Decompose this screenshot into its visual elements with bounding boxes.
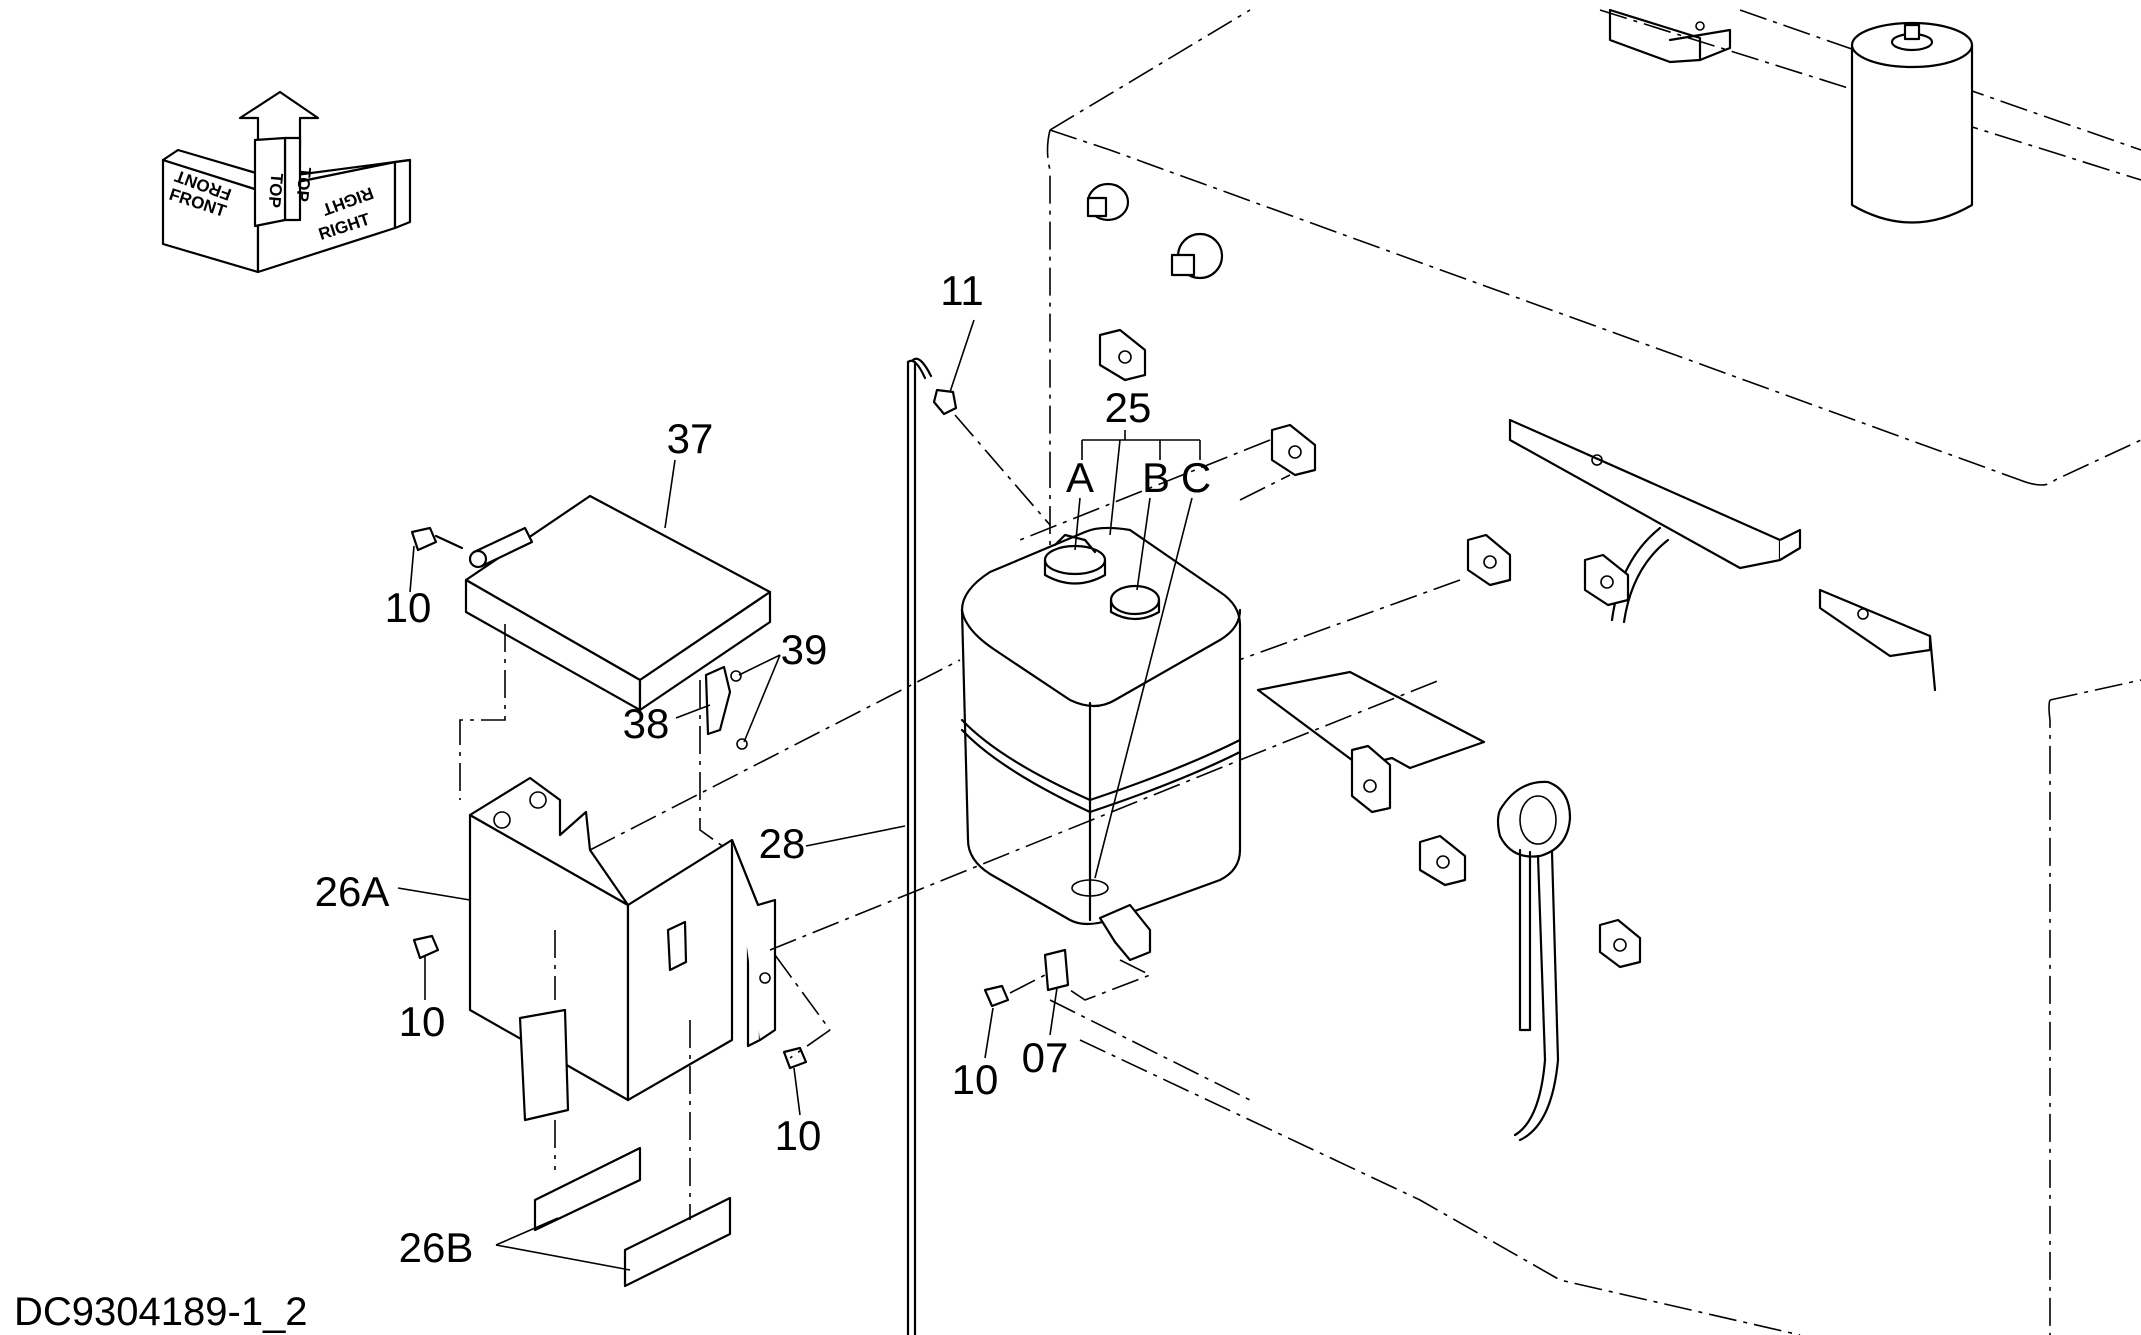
orientation-top-label: TOP bbox=[265, 172, 287, 208]
callout-10-bottom: 10 bbox=[775, 1112, 822, 1159]
orientation-top-mirror-label: TOP bbox=[293, 166, 315, 202]
rod-part-28 bbox=[906, 360, 917, 1335]
callout-11: 11 bbox=[940, 267, 984, 314]
callout-B: B bbox=[1142, 454, 1170, 501]
callout-26A: 26A bbox=[315, 868, 390, 915]
callout-25: 25 bbox=[1105, 384, 1152, 431]
callout-A: A bbox=[1066, 454, 1094, 501]
orientation-icon: FRONT FRONT TOP TOP RIGHT RIGHT bbox=[161, 90, 412, 274]
bracket-26A bbox=[412, 776, 1010, 1288]
drawing-code: DC9304189-1_2 bbox=[14, 1290, 308, 1334]
callout-39: 39 bbox=[781, 626, 828, 673]
machine-frame bbox=[1019, 8, 2141, 1335]
reservoir-tank bbox=[960, 526, 1242, 992]
clip-brackets bbox=[1098, 328, 1642, 969]
callout-37: 37 bbox=[667, 415, 714, 462]
callout-10-tank: 10 bbox=[952, 1056, 999, 1103]
centre-lines bbox=[589, 474, 1441, 1059]
callout-C: C bbox=[1181, 454, 1211, 501]
callout-10-left: 10 bbox=[399, 998, 446, 1045]
callout-07: 07 bbox=[1022, 1034, 1069, 1081]
callout-10-top: 10 bbox=[385, 584, 432, 631]
callout-38: 38 bbox=[623, 700, 670, 747]
leader-lines bbox=[397, 319, 1201, 1271]
callout-26B: 26B bbox=[399, 1224, 474, 1271]
breather-hose bbox=[906, 357, 1051, 526]
cover-box-37 bbox=[410, 494, 772, 851]
callout-28: 28 bbox=[759, 820, 806, 867]
callout-labels: 11 25 A B C 37 10 39 38 28 26A 10 10 10 … bbox=[315, 267, 1212, 1271]
